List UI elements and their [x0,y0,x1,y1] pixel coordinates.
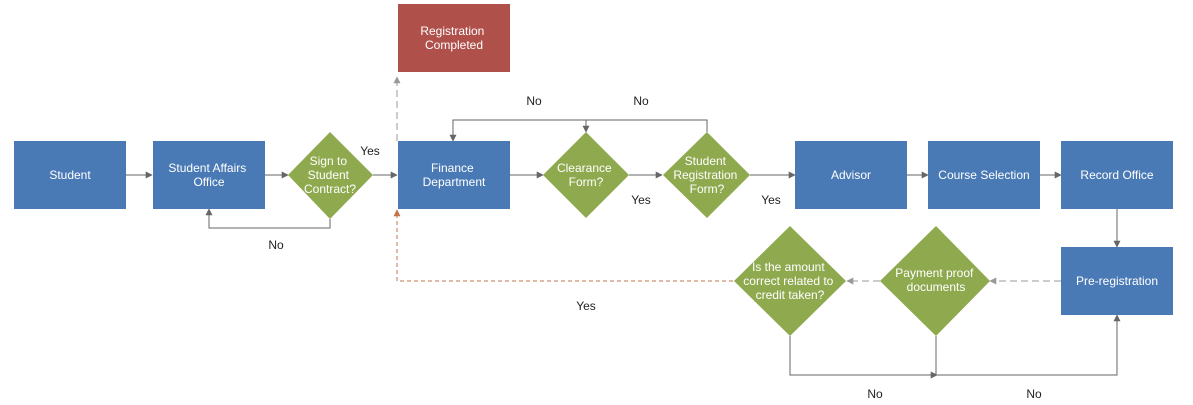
decision-student-registration-form: Student Registration Form? [663,132,750,218]
highlight-connectors [393,209,733,282]
node-label: Advisor [831,168,871,182]
node-label: Clearance Form? [557,161,615,189]
edge-clearance-no-loop [449,119,587,142]
connectors [126,119,1121,379]
node-course-selection: Course Selection [928,141,1040,209]
label-yes-clearance: Yes [631,193,651,207]
label-no-reg-form: No [633,94,649,108]
edge-regform-no-loop [582,119,708,133]
node-advisor: Advisor [795,141,907,209]
node-label: Finance Department [423,161,486,189]
dashed-connectors [393,76,1061,285]
node-student: Student [14,141,126,209]
node-label: Student Registration Form? [673,154,740,196]
node-registration-completed: Registration Completed [398,4,510,72]
decision-sign-contract: Sign to Student Contract? [288,132,373,219]
label-yes-amount: Yes [576,299,596,313]
node-record-office: Record Office [1061,141,1173,209]
label-yes-reg-form: Yes [761,193,781,207]
node-pre-registration: Pre-registration [1061,247,1173,315]
label-no-clearance: No [526,94,542,108]
decision-amount-correct: Is the amount correct related to credit … [734,226,846,336]
edge-contract-no-loop [205,208,331,229]
decision-clearance-form: Clearance Form? [543,132,629,218]
node-label: Sign to Student Contract? [304,154,356,196]
label-no-payment: No [1026,387,1042,401]
label-no-contract: No [268,238,284,252]
node-label: Student [49,168,91,182]
edge-payment-no [935,314,1121,376]
node-label: Course Selection [938,168,1029,182]
node-student-affairs-office: Student Affairs Office [153,141,265,209]
node-label: Student Affairs Office [168,161,249,189]
edge-amount-no [789,336,938,379]
label-yes-contract: Yes [360,144,380,158]
edge-amount-yes-finance [393,209,733,282]
label-no-amount: No [867,387,883,401]
node-label: Payment proof documents [895,266,976,294]
node-label: Record Office [1080,168,1153,182]
node-finance-department: Finance Department [398,141,510,209]
decision-payment-proof: Payment proof documents [880,226,990,336]
node-label: Is the amount correct related to credit … [743,260,836,302]
node-label: Registration Completed [420,24,487,52]
node-label: Pre-registration [1076,274,1158,288]
